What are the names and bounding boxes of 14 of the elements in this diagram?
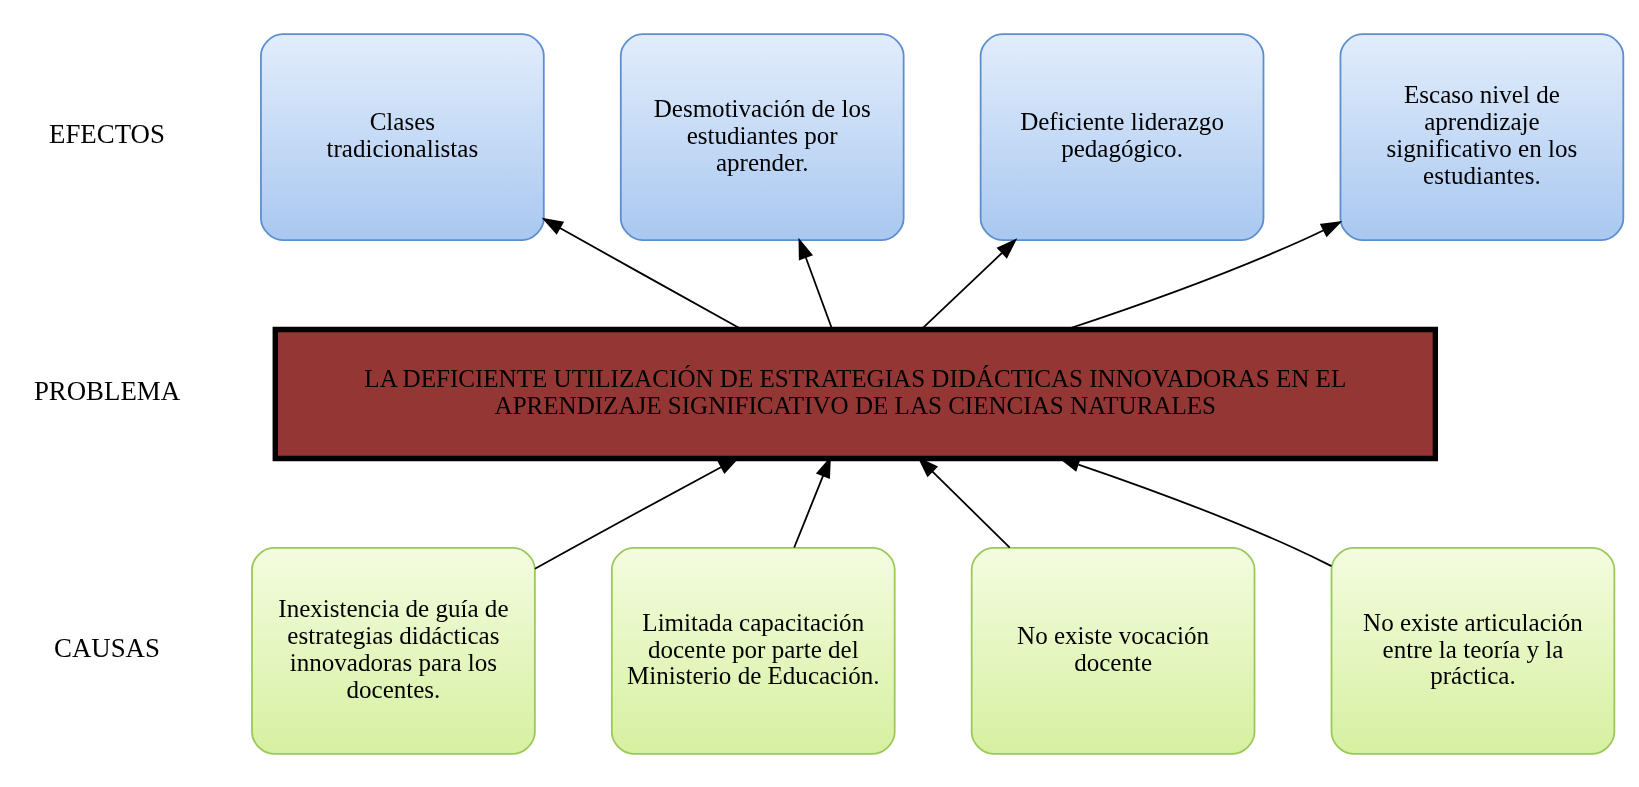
node-box: Clases tradicionalistas [260, 32, 545, 241]
node-box: No existe vocación docente [970, 546, 1256, 755]
node-box: Inexistencia de guía de estrategias didácticas innovadoras para los docentes. [251, 546, 536, 755]
arrow [921, 237, 1018, 330]
node-box: Desmotivación de los estudiantes por aprender. [619, 32, 905, 241]
label: PROBLEMA [33, 375, 181, 406]
arrow [798, 237, 833, 330]
node-box: No existe articulación entre la teoría y la práctica. [1330, 546, 1616, 755]
label: EFECTOS [49, 118, 165, 149]
label: CAUSAS [54, 632, 160, 663]
node-box: Deficiente liderazgo pedagógico. [979, 32, 1265, 241]
node-box: LA DEFICIENTE UTILIZACIÓN DE ESTRATEGIAS DIDÁCTICAS INNOVADORAS EN EL APRENDIZAJE SIGNIFICATIVO DE LAS CIENCIAS NATURALES [272, 326, 1439, 461]
node-box: Escaso nivel de aprendizaje significativo en los estudiantes. [1339, 32, 1625, 241]
node-box: Limitada capacitación docente por parte del Ministerio de Educación. [610, 546, 896, 755]
